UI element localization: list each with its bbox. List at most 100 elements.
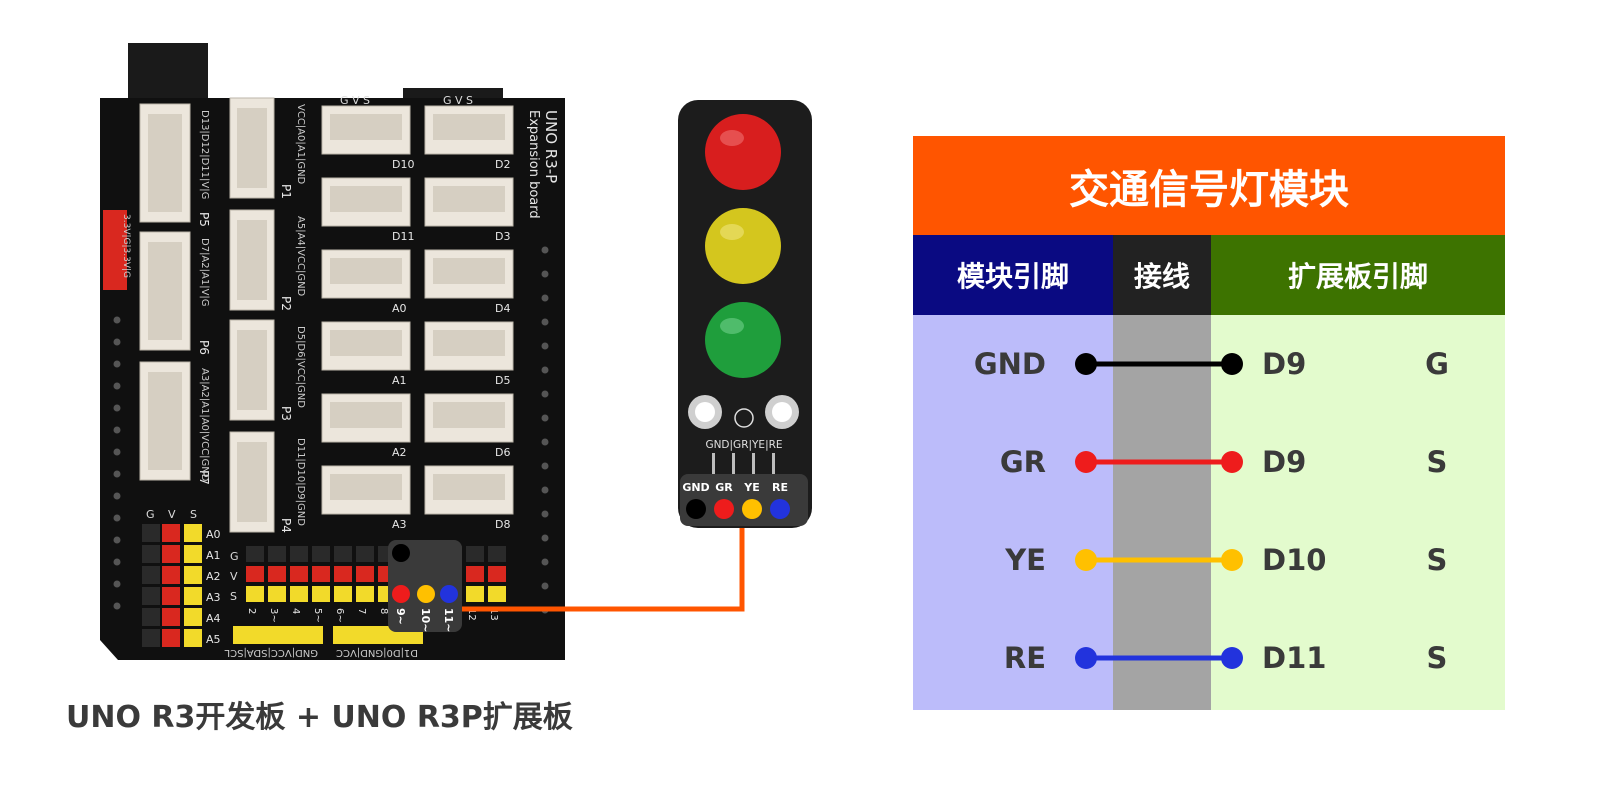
wire-endpoint [1221, 647, 1243, 669]
port-pin-label: D11|D10|D9|GND [295, 438, 306, 526]
digital-side-label: S [230, 590, 237, 603]
digital-side-label: V [230, 570, 238, 583]
wire-endpoint [1075, 647, 1097, 669]
module-pin-cell: RE [1003, 641, 1046, 675]
module-connector-label: GR [715, 481, 733, 494]
port-pin-label: D5|D6|VCC|GND [295, 326, 306, 408]
connector-label: D5 [495, 374, 510, 387]
port-label-mid: P1 [279, 184, 293, 199]
signal-cell: S [1426, 641, 1448, 675]
module-pin-cell: GND [973, 347, 1046, 381]
analog-pin-label: A1 [206, 549, 221, 562]
gvs-header-label: G V S [443, 94, 473, 107]
header-board-pin: 扩展板引脚 [1211, 235, 1505, 315]
digital-pin-label: 7 [356, 608, 367, 614]
board-caption: UNO R3开发板 + UNO R3P扩展板 [66, 700, 573, 735]
wire-endpoint [1075, 549, 1097, 571]
port-pin-label: VCC|A0|A1|GND [295, 104, 306, 185]
digital-pin-label: 12 [466, 608, 477, 621]
analog-header-label: V [168, 508, 176, 521]
digital-pin-label: 5~ [312, 608, 323, 623]
arrow-up-icon [734, 408, 754, 428]
analog-pin-label: A4 [206, 612, 221, 625]
port-pin-label: D13|D12|D11|V|G [199, 110, 210, 199]
wire-endpoint [1075, 451, 1097, 473]
signal-cell: S [1426, 543, 1448, 577]
analog-header-label: G [146, 508, 155, 521]
wiring-column [1113, 315, 1211, 710]
board-pin-column [1211, 315, 1505, 710]
analog-pin-label: A3 [206, 591, 221, 604]
port-label-mid: P2 [279, 296, 293, 311]
connector-label: A1 [392, 374, 407, 387]
module-connector-label: GND [682, 481, 709, 494]
header-wiring: 接线 [1113, 235, 1211, 315]
analog-header-label: S [190, 508, 197, 521]
analog-pin-label: A2 [206, 570, 221, 583]
wire-endpoint [1221, 353, 1243, 375]
module-connector-dot [686, 499, 706, 519]
board-pin-cell: D10 [1262, 543, 1327, 577]
connector-label: D2 [495, 158, 510, 171]
wire-endpoint [1075, 353, 1097, 375]
digital-side-label: G [230, 550, 239, 563]
bottom-label-1: GND|VCC|SDA|SCL [224, 647, 318, 658]
digital-pin-label: 6~ [334, 608, 345, 623]
port-pin-label: D7|A2|A1|V|G [199, 238, 210, 307]
connector-label: A3 [392, 518, 407, 531]
connector-label: A2 [392, 446, 407, 459]
analog-pin-label: A0 [206, 528, 221, 541]
header-module-pin: 模块引脚 [913, 235, 1113, 315]
signal-cell: S [1426, 445, 1448, 479]
connector-label: D3 [495, 230, 510, 243]
port-label-left: P7 [197, 470, 211, 485]
board-pin-cell: D9 [1262, 347, 1307, 381]
digital-pin-label: 4 [290, 608, 301, 614]
connection-cable [462, 528, 745, 612]
port-label-mid: P3 [279, 406, 293, 421]
table-title: 交通信号灯模块 [913, 136, 1505, 235]
connector-label: D6 [495, 446, 510, 459]
callout-dot-gr [392, 585, 410, 603]
connector-label: D11 [392, 230, 414, 243]
callout-label-9: 9~ [394, 608, 407, 625]
port-label-left: P6 [197, 340, 211, 355]
port-pin-label: A3|A2|A1|A0|VCC|GND [199, 368, 210, 482]
gvs-header-label: G V S [340, 94, 370, 107]
digital-pin-label: 2 [246, 608, 257, 614]
connector-label: D10 [392, 158, 414, 171]
traffic-light-module: GND|GR|YE|RE GND GR YE RE [678, 100, 812, 528]
port-pin-label: A5|A4|VCC|GND [295, 216, 306, 297]
wire-endpoint [1221, 549, 1243, 571]
wire-endpoint [1221, 451, 1243, 473]
signal-cell: G [1425, 347, 1449, 381]
callout-label-10: 10~ [419, 608, 432, 633]
digital-pin-label: 8 [378, 608, 389, 614]
callout-dot-re [440, 585, 458, 603]
module-pin-cell: YE [1005, 543, 1046, 577]
board-title: UNO R3-P [542, 110, 560, 183]
connector-label: A0 [392, 302, 407, 315]
connector-label: D8 [495, 518, 510, 531]
callout-label-11: 11~ [442, 608, 455, 633]
module-pin-labels: GND|GR|YE|RE [705, 439, 782, 451]
board-pin-cell: D11 [1262, 641, 1327, 675]
module-connector-label: YE [743, 481, 759, 494]
side-header-label: 3.3V|G|3.3V|G [121, 214, 131, 278]
board-pin-cell: D9 [1262, 445, 1307, 479]
bottom-label-2: D1|D0|GND|VCC [336, 647, 418, 658]
board-subtitle: Expansion board [526, 110, 541, 219]
module-connector-dot [714, 499, 734, 519]
port-label-mid: P4 [279, 518, 293, 533]
digital-pin-label: 13 [488, 608, 499, 621]
analog-pin-label: A5 [206, 633, 221, 646]
module-connector-label: RE [772, 481, 788, 494]
module-pin-column [913, 315, 1113, 710]
callout-dot-ye [417, 585, 435, 603]
port-label-left: P5 [197, 212, 211, 227]
module-connector-dot [770, 499, 790, 519]
digital-pin-label: 3~ [268, 608, 279, 623]
module-connector-dot [742, 499, 762, 519]
module-pin-cell: GR [999, 445, 1046, 479]
